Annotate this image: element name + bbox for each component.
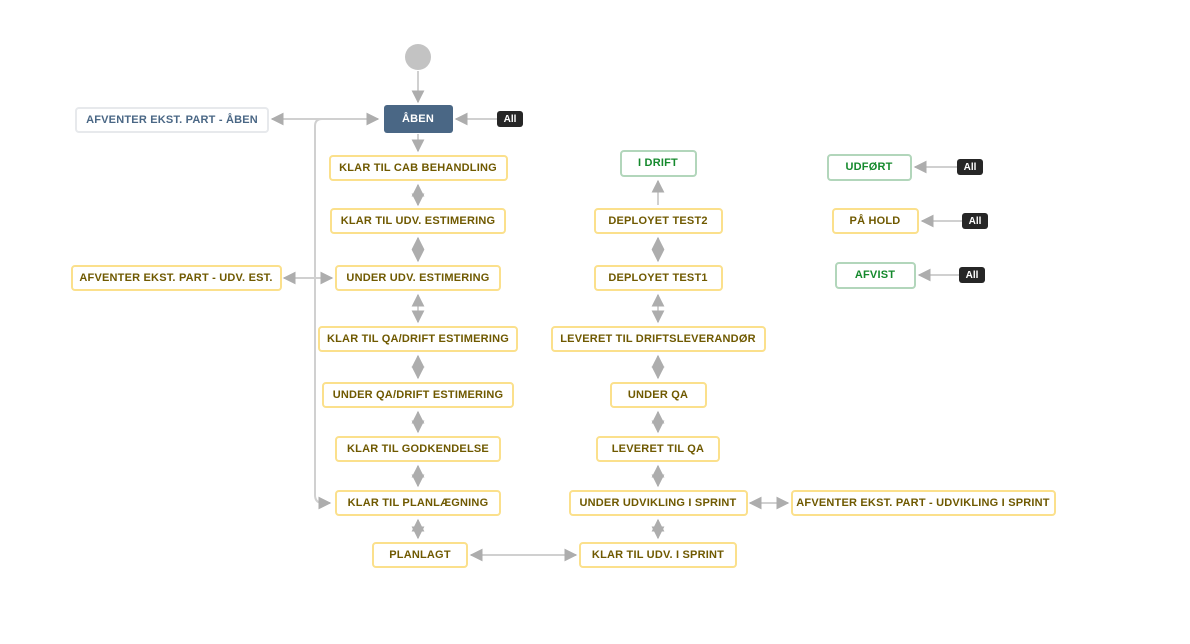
all-transition-badge-udfoert[interactable]: All — [957, 159, 983, 175]
status-afventer-ekst-part-udvikling-i-sprint[interactable]: AFVENTER EKST. PART - UDVIKLING I SPRINT — [790, 490, 1056, 516]
status-klar-til-godkendelse[interactable]: KLAR TIL GODKENDELSE — [335, 436, 501, 462]
transition-arrow-to-klar-til-planlaegning[interactable] — [314, 118, 332, 510]
status-klar-til-cab-behandling[interactable]: KLAR TIL CAB BEHANDLING — [328, 155, 508, 181]
status-leveret-til-qa[interactable]: LEVERET TIL QA — [596, 436, 720, 462]
status-klar-til-planlaegning[interactable]: KLAR TIL PLANLÆGNING — [335, 490, 501, 516]
status-planlagt[interactable]: PLANLAGT — [372, 542, 468, 568]
status-under-udv-estimering[interactable]: UNDER UDV. ESTIMERING — [335, 265, 501, 291]
status-klar-til-udv-i-sprint[interactable]: KLAR TIL UDV. I SPRINT — [579, 542, 737, 568]
status-deployet-test1[interactable]: DEPLOYET TEST1 — [593, 265, 723, 291]
status-deployet-test2[interactable]: DEPLOYET TEST2 — [593, 208, 723, 234]
all-transition-badge-afvist[interactable]: All — [959, 267, 985, 283]
status-afventer-ekst-part-aaben[interactable]: AFVENTER EKST. PART - ÅBEN — [75, 107, 269, 133]
status-under-qa-drift-estimering[interactable]: UNDER QA/DRIFT ESTIMERING — [322, 382, 514, 408]
status-udfoert[interactable]: UDFØRT — [826, 153, 912, 181]
workflow-start-node-icon[interactable] — [405, 44, 431, 70]
status-under-qa[interactable]: UNDER QA — [609, 382, 707, 408]
status-leveret-til-driftsleverandoer[interactable]: LEVERET TIL DRIFTSLEVERANDØR — [550, 326, 766, 352]
status-afventer-ekst-part-udv-est[interactable]: AFVENTER EKST. PART - UDV. EST. — [70, 265, 282, 291]
all-transition-badge-aaben[interactable]: All — [497, 111, 523, 127]
status-i-drift[interactable]: I DRIFT — [619, 149, 697, 177]
status-paa-hold[interactable]: PÅ HOLD — [831, 208, 919, 234]
status-klar-til-qa-drift-estimering[interactable]: KLAR TIL QA/DRIFT ESTIMERING — [318, 326, 518, 352]
status-afvist[interactable]: AFVIST — [834, 261, 916, 289]
status-klar-til-udv-estimering[interactable]: KLAR TIL UDV. ESTIMERING — [330, 208, 506, 234]
all-transition-badge-paa-hold[interactable]: All — [962, 213, 988, 229]
status-under-udvikling-i-sprint[interactable]: UNDER UDVIKLING I SPRINT — [568, 490, 748, 516]
status-aaben[interactable]: ÅBEN — [383, 105, 453, 133]
